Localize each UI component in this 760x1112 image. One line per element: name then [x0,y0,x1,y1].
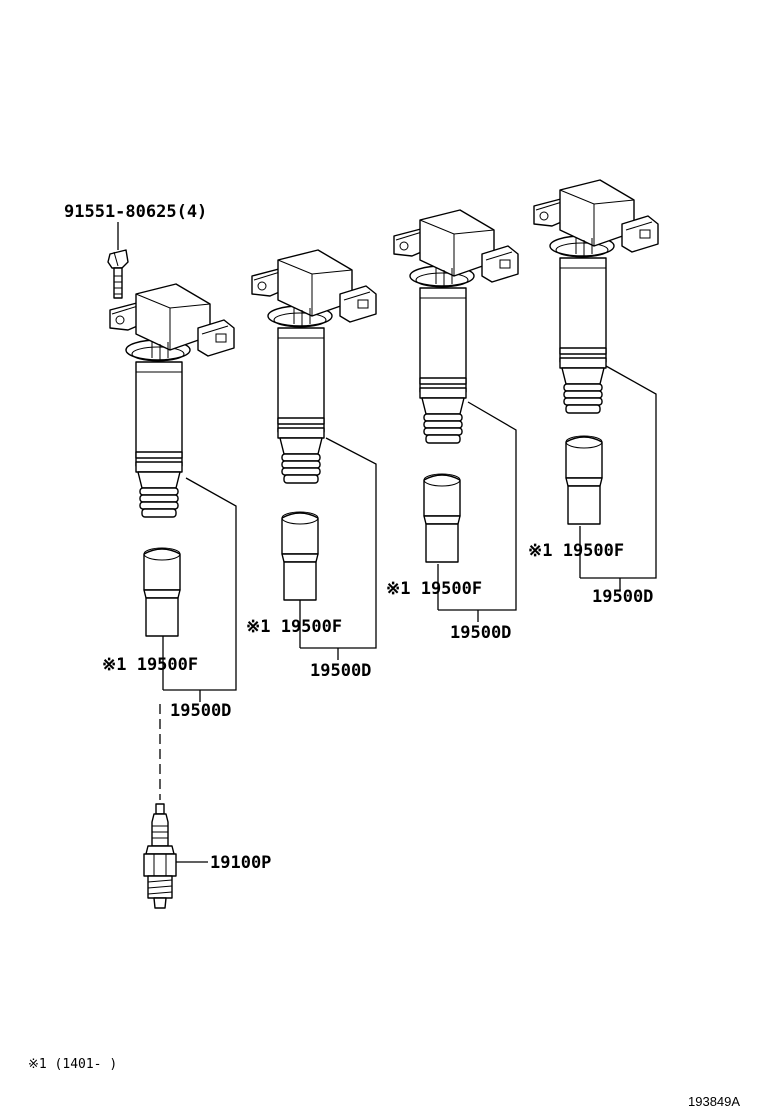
coil-boot-1 [143,547,181,637]
footnote: ※1 (1401- ) [28,1057,117,1072]
boot-part-number-3: ※1 19500F [386,579,482,599]
bolt-part [107,249,129,299]
spark-plug-part-number: 19100P [210,853,271,873]
coil-part-number-3: 19500D [450,623,511,643]
bolt-part-number: 91551-80625(4) [64,202,207,222]
ignition-coil-2 [251,249,377,484]
ignition-coil-3 [393,209,519,444]
coil-part-number-1: 19500D [170,701,231,721]
ignition-coil-1 [109,283,235,518]
coil-boot-3 [423,473,461,563]
spark-plug [143,803,177,909]
coil-part-number-4: 19500D [592,587,653,607]
coil-boot-4 [565,435,603,525]
coil-part-number-2: 19500D [310,661,371,681]
boot-part-number-4: ※1 19500F [528,541,624,561]
figure-id: 193849A [688,1094,740,1109]
ignition-coil-4 [533,179,659,414]
boot-part-number-1: ※1 19500F [102,655,198,675]
coil-boot-2 [281,511,319,601]
boot-part-number-2: ※1 19500F [246,617,342,637]
